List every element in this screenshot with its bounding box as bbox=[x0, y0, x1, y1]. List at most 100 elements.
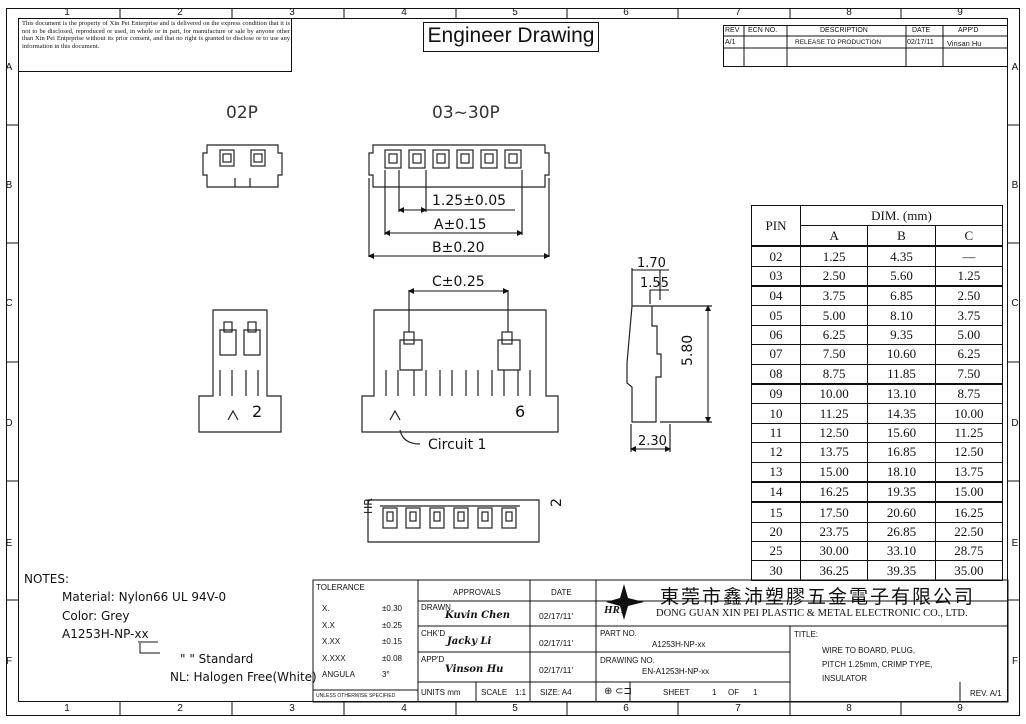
size: SIZE: A4 bbox=[540, 688, 572, 697]
appd-signature: Vinson Hu bbox=[445, 664, 504, 675]
chkd-date: 02/17/11' bbox=[539, 638, 574, 648]
zone-col-label: 8 bbox=[846, 703, 852, 714]
zone-col-label: 6 bbox=[623, 703, 629, 714]
pin-cell: 12 bbox=[751, 442, 801, 463]
zone-row-label: B bbox=[5, 180, 13, 191]
dim-pitch: 1.25±0.05 bbox=[432, 193, 507, 209]
company-name-cn: 東莞市鑫沛塑膠五金電子有限公司 bbox=[660, 587, 976, 608]
pin-cell: 10 bbox=[751, 403, 801, 424]
zone-row-label: C bbox=[1011, 298, 1019, 309]
zone-row-label: F bbox=[1011, 656, 1019, 667]
dim-c-cell: 16.25 bbox=[934, 501, 1004, 523]
dim-a-cell: 12.50 bbox=[799, 422, 869, 444]
zone-row-label: D bbox=[1011, 418, 1019, 429]
dim-b-cell: 18.10 bbox=[867, 461, 936, 483]
description-header: DESCRIPTION bbox=[820, 27, 868, 34]
zone-col-label: 1 bbox=[64, 703, 70, 714]
dim-a-cell: 5.00 bbox=[799, 305, 869, 326]
chkd-label: CHK'D bbox=[421, 629, 446, 638]
dim-b-cell: 13.10 bbox=[867, 383, 936, 405]
date-heading: DATE bbox=[551, 588, 572, 597]
top-view-03-30p bbox=[368, 144, 550, 257]
note-color: Color: Grey bbox=[62, 609, 130, 623]
drawn-label: DRAWN bbox=[421, 603, 451, 612]
zone-col-label: 4 bbox=[401, 7, 407, 18]
tol-value: ±0.30 bbox=[382, 604, 402, 613]
note-standard: " " Standard bbox=[180, 652, 254, 666]
dim-b-cell: 9.35 bbox=[867, 324, 936, 346]
zone-row-label: B bbox=[1011, 180, 1019, 191]
disclaimer-text: This document is the property of Xin Pei… bbox=[22, 20, 290, 50]
dim-c: C±0.25 bbox=[432, 274, 485, 290]
zone-row-label: E bbox=[5, 538, 13, 549]
pin-cell: 07 bbox=[751, 344, 801, 365]
sheet-number: 1 bbox=[712, 688, 717, 697]
dim-b-cell: 10.60 bbox=[867, 344, 936, 365]
pin-cell: 11 bbox=[751, 422, 801, 444]
dim-b-cell: 5.60 bbox=[867, 265, 936, 287]
dim-c-cell: 22.50 bbox=[934, 521, 1004, 543]
zone-row-label: A bbox=[5, 62, 13, 73]
zone-col-label: 2 bbox=[177, 703, 183, 714]
appd-date: 02/17/11' bbox=[539, 665, 574, 675]
dim-b: B±0.20 bbox=[432, 240, 485, 256]
title-line-1: WIRE TO BOARD, PLUG, bbox=[822, 646, 916, 655]
pin-cell: 14 bbox=[751, 480, 801, 503]
bottom-view bbox=[367, 499, 540, 543]
zone-row-label: C bbox=[5, 298, 13, 309]
pin-mark-2: 2 bbox=[252, 402, 263, 421]
sheet-label: SHEET bbox=[663, 688, 690, 697]
note-leader bbox=[138, 641, 160, 654]
dim-c-cell: 8.75 bbox=[934, 383, 1004, 405]
zone-col-label: 6 bbox=[623, 7, 629, 18]
dim-a-cell: 13.75 bbox=[799, 442, 869, 463]
note-halogen: NL: Halogen Free(White) bbox=[170, 670, 317, 684]
zone-col-label: 2 bbox=[177, 7, 183, 18]
date-header: DATE bbox=[912, 27, 931, 34]
title-line-3: INSULATOR bbox=[822, 674, 868, 683]
pin-cell: 30 bbox=[751, 560, 801, 581]
dim-2-30: 2.30 bbox=[638, 434, 667, 449]
dim-c-cell: 6.25 bbox=[934, 344, 1004, 365]
title-box bbox=[423, 22, 599, 52]
dim-a-cell: 23.75 bbox=[799, 521, 869, 543]
dim-c-cell: 11.25 bbox=[934, 422, 1004, 444]
dim-c-cell: 15.00 bbox=[934, 480, 1004, 503]
zone-col-label: 7 bbox=[735, 7, 741, 18]
zone-col-label: 7 bbox=[735, 703, 741, 714]
revision-grid bbox=[723, 25, 1008, 67]
note-part: A1253H-NP-xx bbox=[62, 627, 149, 641]
dim-a-cell: 16.25 bbox=[799, 480, 869, 503]
zone-col-label: 1 bbox=[64, 7, 70, 18]
dim-b-cell: 6.85 bbox=[867, 285, 936, 307]
zone-col-label: 5 bbox=[512, 703, 518, 714]
revision-block-border bbox=[723, 25, 1008, 67]
dim-a-cell: 6.25 bbox=[799, 324, 869, 346]
appd-value: Vinsan Hu bbox=[947, 39, 982, 48]
dim-b-cell: 14.35 bbox=[867, 403, 936, 424]
tol-value: 3° bbox=[382, 670, 390, 679]
appd-label: APP'D bbox=[421, 655, 445, 664]
tolerance-footer: UNLESS OTHERWISE SPECIFIED bbox=[316, 693, 396, 699]
view-label-02p: 02P bbox=[226, 103, 258, 123]
dim-a-cell: 30.00 bbox=[799, 541, 869, 562]
zone-col-label: 8 bbox=[846, 7, 852, 18]
company-logo-icon bbox=[606, 584, 644, 620]
dim-a-cell: 36.25 bbox=[799, 560, 869, 581]
drawn-date: 02/17/11' bbox=[539, 611, 574, 621]
rev-label: REV. A/1 bbox=[970, 689, 1002, 698]
scale-value: 1:1 bbox=[515, 688, 527, 697]
pin-mark-6: 6 bbox=[515, 402, 526, 421]
tol-value: ±0.25 bbox=[382, 621, 402, 630]
pin-cell: 06 bbox=[751, 324, 801, 346]
scale-label: SCALE bbox=[481, 688, 508, 697]
tol-value: ±0.15 bbox=[382, 637, 402, 646]
